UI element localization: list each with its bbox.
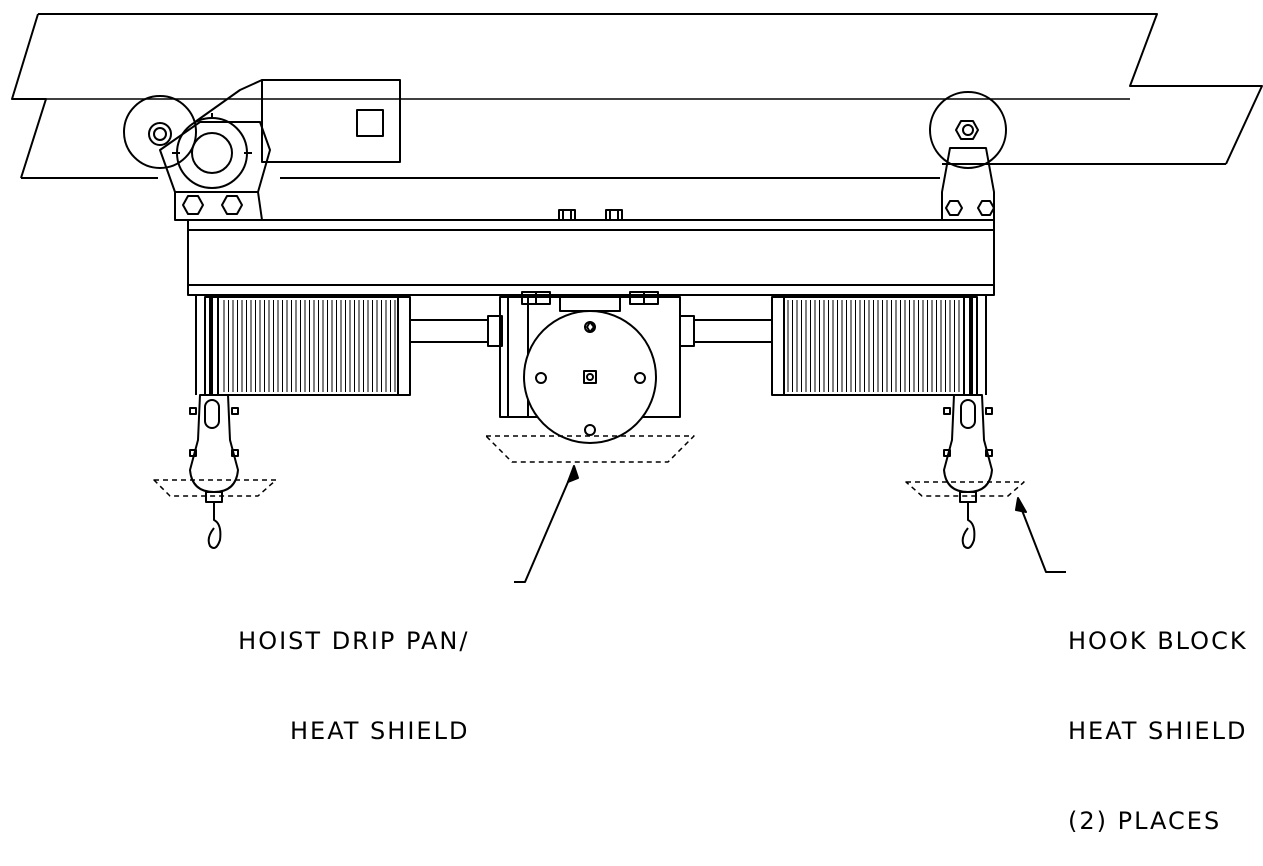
hook-label-line2: HEAT SHIELD <box>1068 717 1248 745</box>
hoist-drip-pan <box>486 436 694 462</box>
drip-pan-arrow <box>568 466 578 482</box>
rope-drum-left <box>205 297 410 400</box>
hook-label-line1: HOOK BLOCK <box>1068 627 1248 655</box>
drip-pan-label-line2: HEAT SHIELD <box>290 717 470 745</box>
drive-wheel-left <box>124 96 196 168</box>
gear-motor <box>160 80 400 192</box>
idler-wheel-right <box>930 92 1006 220</box>
rope-drum-right <box>772 297 977 400</box>
runway-beam <box>12 14 1262 178</box>
drip-pan-leader <box>514 468 574 582</box>
frame-top-bolts <box>559 210 622 220</box>
hook-block-right <box>944 297 992 548</box>
hook-block-label: HOOK BLOCK HEAT SHIELD (2) PLACES <box>1068 566 1248 866</box>
hoist-trolley-drawing <box>0 0 1263 634</box>
hook-shield-left <box>154 480 276 496</box>
drip-pan-label-line1: HOIST DRIP PAN/ <box>238 627 470 655</box>
hook-shield-leader <box>1018 500 1066 572</box>
hoist-gearbox <box>500 292 680 443</box>
hook-block-left <box>190 297 238 548</box>
drive-bracket-left <box>175 192 262 220</box>
hook-shield-arrow <box>1016 498 1026 512</box>
hook-label-line3: (2) PLACES <box>1068 807 1222 835</box>
trolley-frame <box>188 220 994 395</box>
drip-pan-label: HOIST DRIP PAN/ HEAT SHIELD <box>236 566 469 776</box>
hook-shield-right <box>906 482 1024 496</box>
